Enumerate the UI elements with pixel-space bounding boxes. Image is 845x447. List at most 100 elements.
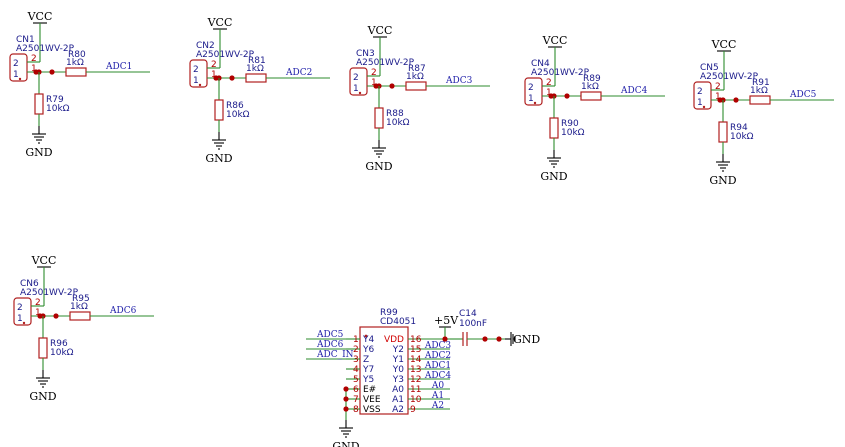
mux-pin-number: 15: [410, 345, 421, 355]
series-resistor-ref: R91: [752, 78, 770, 88]
pin-number: 2: [371, 68, 377, 78]
junction-dot: [733, 97, 739, 103]
connector-body: [13, 297, 32, 326]
mux-pin-name: VDD: [384, 335, 404, 345]
pin-number: 2: [31, 54, 37, 64]
gnd-label: GND: [332, 440, 359, 447]
pull-resistor-ref: R88: [386, 109, 404, 119]
connector-body: [349, 67, 368, 96]
connector-part: A2501WV-2P: [531, 68, 590, 78]
pin1-marker: [198, 83, 202, 87]
series-resistor-value: 1kΩ: [581, 82, 599, 92]
junction-dot: [442, 336, 448, 342]
net-label: ADC4: [620, 86, 648, 96]
junction-dot: [229, 75, 235, 81]
series-resistor-value: 1kΩ: [246, 64, 264, 74]
connector-body: [693, 81, 712, 110]
mux-pin-name: Y1: [392, 355, 404, 365]
pull-resistor-body: [718, 121, 728, 143]
series-resistor-value: 1kΩ: [66, 58, 84, 68]
mux-net-label: ADC2: [424, 351, 451, 361]
pin-number: 2: [35, 298, 41, 308]
pin1-marker: [22, 321, 26, 325]
connector-body: [9, 53, 28, 82]
series-resistor-value: 1kΩ: [70, 302, 88, 312]
connector-ref: CN3: [356, 49, 375, 59]
connector-part: A2501WV-2P: [20, 288, 79, 298]
connector-body: [524, 77, 543, 106]
connector-part: A2501WV-2P: [700, 72, 759, 82]
vcc-label: VCC: [207, 16, 233, 29]
pin1-marker: [533, 101, 537, 105]
pull-resistor-value: 10kΩ: [226, 110, 250, 120]
pin-number: 1: [371, 78, 377, 88]
gnd-label: GND: [29, 390, 56, 403]
pull-resistor-body: [38, 337, 48, 359]
pin-number: 1: [31, 64, 37, 74]
mux-pin-name: Y3: [392, 375, 404, 385]
mux-pin-number: 4: [353, 365, 359, 375]
mux-pin-name: Y7: [362, 365, 374, 375]
pin-label: 1: [13, 70, 19, 80]
cap-ref: C14: [459, 309, 477, 319]
pull-resistor-body: [374, 107, 384, 129]
connector-ref: CN2: [196, 41, 215, 51]
mux-pin-number: 1: [353, 335, 359, 345]
mux-pin-number: 14: [410, 355, 422, 365]
net-label: ADC5: [789, 90, 817, 100]
gnd-label: GND: [205, 152, 232, 165]
mux-pin-number: 6: [353, 385, 359, 395]
mux-pin-name: Y6: [362, 345, 374, 355]
pull-resistor-body: [214, 99, 224, 121]
mux-pin-number: 5: [353, 375, 359, 385]
pin-label: 2: [17, 303, 23, 313]
pull-resistor-ref: R96: [50, 339, 68, 349]
series-resistor-ref: R81: [248, 56, 266, 66]
pin-label: 1: [193, 76, 199, 86]
pull-resistor-value: 10kΩ: [386, 118, 410, 128]
net-label: ADC6: [109, 306, 137, 316]
mux-pin-name: A2: [392, 405, 404, 415]
mux-pin-name: E#: [363, 385, 376, 395]
mux-net-label: ADC_IN: [316, 350, 354, 360]
pin-label: 2: [528, 83, 534, 93]
series-resistor-body: [69, 311, 91, 321]
series-resistor-ref: R80: [68, 50, 86, 60]
mux-pin-number: 12: [410, 375, 421, 385]
pin1-marker: [702, 105, 706, 109]
mux-net-label: A1: [431, 391, 444, 401]
mux-net-label: A2: [431, 401, 444, 411]
series-resistor-ref: R87: [408, 64, 426, 74]
mux-pin-number: 9: [410, 405, 416, 415]
mux-pin-name: VEE: [363, 395, 381, 405]
net-label: ADC1: [105, 62, 132, 72]
junction-dot: [482, 336, 488, 342]
pin-label: 2: [193, 65, 199, 75]
pin-label: 2: [353, 73, 359, 83]
series-resistor-value: 1kΩ: [750, 86, 768, 96]
cap-value: 100nF: [459, 319, 487, 329]
net-label: ADC2: [285, 68, 312, 78]
mux-net-label: A0: [431, 381, 444, 391]
pull-resistor-ref: R79: [46, 95, 64, 105]
mux-pin-name: VSS: [363, 405, 381, 415]
connector-part: A2501WV-2P: [196, 50, 255, 60]
mux-pin-number: 7: [353, 395, 359, 405]
pull-resistor-ref: R94: [730, 123, 748, 133]
series-resistor-ref: R89: [583, 74, 601, 84]
mux-net-label: ADC6: [316, 340, 344, 350]
connector-ref: CN5: [700, 63, 719, 73]
pin-label: 1: [17, 314, 23, 324]
mux-part: CD4051: [380, 317, 416, 327]
gnd-label: GND: [513, 333, 540, 346]
mux-pin-name: Y2: [392, 345, 404, 355]
pull-resistor-value: 10kΩ: [50, 348, 74, 358]
junction-dot: [343, 386, 349, 392]
pin-label: 2: [697, 87, 703, 97]
